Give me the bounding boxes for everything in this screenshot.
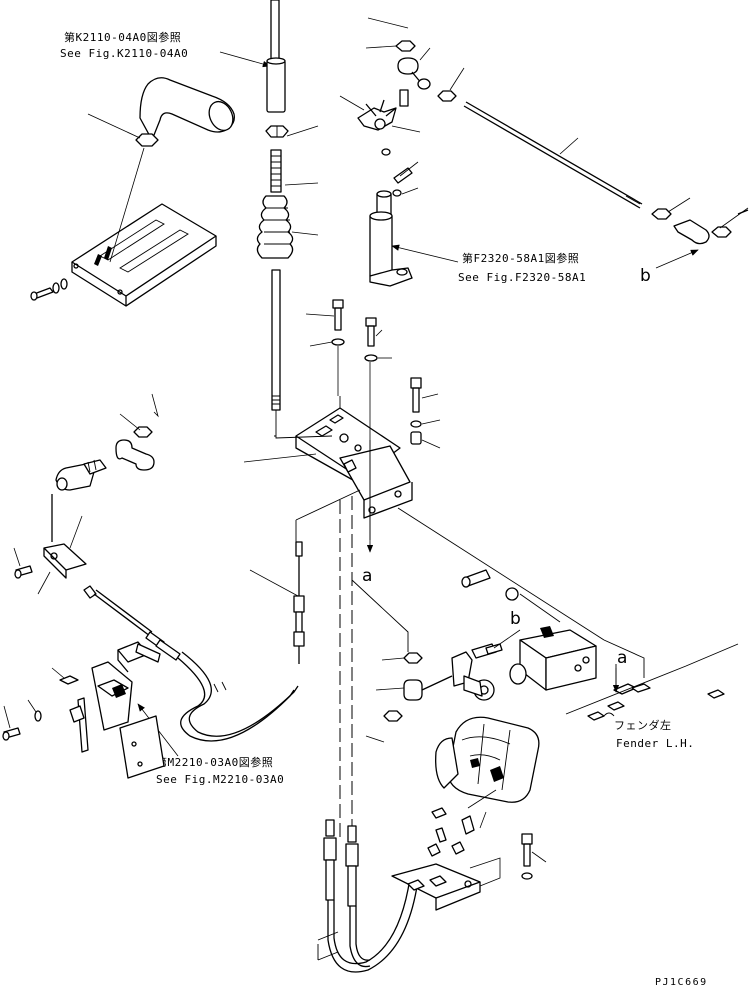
ref-k2110-en: See Fig.K2110-04A0: [60, 47, 188, 60]
drawing-code: PJ1C669: [655, 977, 708, 988]
fender-label-jp: フェンダ左: [614, 718, 672, 732]
pedal-casting: [435, 716, 540, 803]
guide-mount-bolt: [30, 278, 68, 301]
ref-m2210-en: See Fig.M2210-03A0: [156, 773, 284, 786]
gear-lever-handle: [135, 77, 235, 147]
ref-f2320-arrow: [391, 244, 459, 263]
center-bracket: [295, 407, 413, 519]
fender-arc-mark: [603, 712, 615, 717]
marker-b-top-arrow: [655, 249, 699, 269]
top-right-linkage: [357, 40, 749, 287]
marker-a-mid: a: [362, 566, 372, 586]
ref-f2320-en: See Fig.F2320-58A1: [458, 271, 586, 284]
center-bolts: [331, 299, 422, 445]
pedal-leaders: [365, 657, 547, 887]
cable-leader: [249, 569, 299, 597]
marker-b-mid-leader: [493, 629, 521, 649]
pedal-lower-parts: [391, 807, 533, 911]
nut-connector-line: [351, 579, 409, 652]
ref-k2110-jp: 第K2110-04A0図参照: [64, 30, 181, 44]
lower-left-leaders: [3, 667, 65, 729]
left-linkage-leaders: [13, 393, 159, 595]
ref-m2210-jp: 第M2210-03A0図参照: [156, 755, 273, 769]
center-control-cables: [293, 489, 419, 973]
right-bracket-linkage: [383, 569, 519, 722]
marker-b-mid: b: [510, 609, 521, 629]
lever-rod-assembly: [256, 0, 294, 411]
shift-guide-plate: [71, 203, 217, 307]
lower-left-mount: [2, 661, 165, 779]
left-control-cable: [83, 585, 299, 742]
top-right-leaders: [339, 17, 749, 229]
fender-side-parts: [565, 643, 739, 721]
ref-k2110-arrow: [219, 51, 271, 68]
handle-leaders: [87, 113, 145, 263]
left-linkage: [14, 426, 155, 579]
switch-box: [509, 626, 597, 691]
rod-to-bracket-line: [274, 410, 333, 439]
marker-a-right: a: [617, 648, 627, 668]
fender-label-en: Fender L.H.: [616, 737, 694, 750]
ref-f2320-jp: 第F2320-58A1図参照: [462, 251, 579, 265]
lever-rod-leaders: [284, 125, 319, 236]
left-cable-bracket: [117, 641, 161, 673]
marker-b-top: b: [640, 266, 651, 286]
